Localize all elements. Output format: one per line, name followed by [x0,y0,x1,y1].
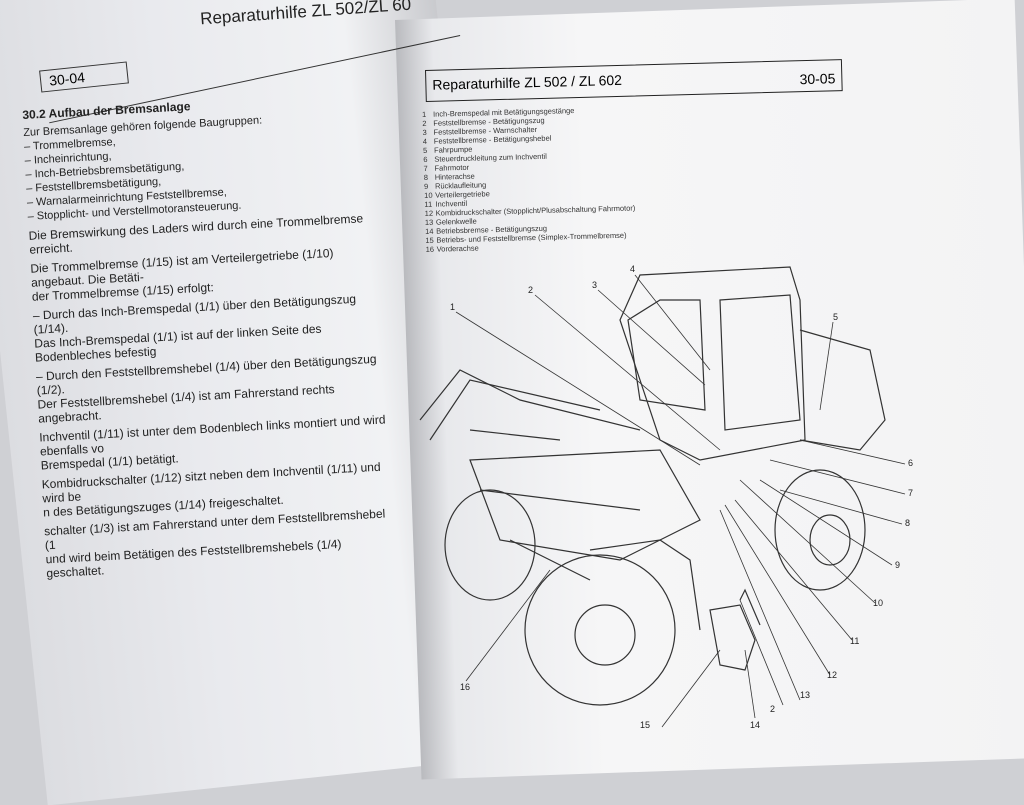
boom-arm-2 [429,379,601,441]
callout-number: 8 [905,518,911,528]
callout-number: 16 [460,682,471,692]
callout-number: 15 [640,720,651,730]
brake-detail [709,604,756,671]
front-left-wheel [444,489,536,601]
cab-window [627,299,706,411]
callout-number: 13 [800,690,811,700]
callout-number: 7 [908,488,914,498]
front-right-wheel [524,554,676,706]
engine-hood [799,329,886,451]
callout-number: 4 [630,264,636,274]
leader-lines [455,274,906,728]
callout-number: 9 [895,560,901,570]
front-axle [509,539,701,631]
cab-outline [619,266,806,461]
callout-number: 2 [770,704,776,714]
callout-number: 2 [528,285,534,295]
wheel-loader-diagram [419,266,906,728]
callout-number: 12 [827,670,838,680]
callout-number: 6 [908,458,914,468]
boom-arm [419,369,641,431]
callout-number: 11 [850,636,860,646]
hydraulic-cylinder [469,429,641,511]
front-right-hub [574,604,636,666]
rear-wheel [774,469,866,591]
callout-number: 5 [833,312,839,322]
callout-number: 3 [592,280,598,290]
callout-number: 10 [873,598,884,608]
rear-hub [809,514,851,566]
callout-number: 14 [750,720,761,730]
loader-drawing [419,266,886,706]
cable-detail [739,588,761,626]
cab-door [719,294,801,431]
callout-number: 1 [450,302,456,312]
